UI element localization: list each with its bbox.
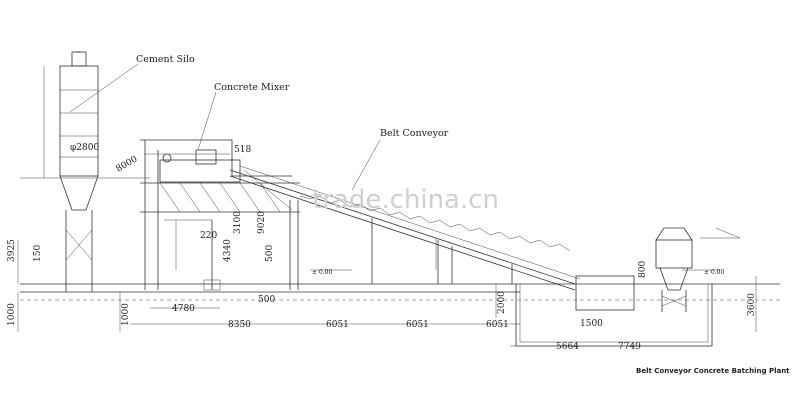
belt-conveyor [229, 165, 581, 291]
ground-line [20, 283, 780, 301]
leader-lines [69, 63, 381, 191]
dim-500-horizontal: 500 [258, 295, 275, 305]
diagram-caption: Belt Conveyor Concrete Batching Plant [636, 367, 790, 375]
concrete-mixer-label: Concrete Mixer [214, 82, 290, 93]
elevation-marker-b: ± 0.00 [704, 269, 724, 276]
dim-7749: 7749 [618, 342, 641, 352]
dim-800: 800 [638, 261, 648, 278]
dim-6051-c: 6051 [486, 320, 509, 330]
dim-6051-a: 6051 [326, 320, 349, 330]
dim-3100: 3100 [233, 211, 243, 234]
dim-9020: 9020 [257, 211, 267, 234]
dim-1500: 1500 [580, 319, 603, 329]
dim-500-vertical: 500 [265, 245, 275, 262]
dim-1000-mid: 1000 [121, 303, 131, 326]
dim-150: 150 [33, 245, 43, 262]
belt-conveyor-label: Belt Conveyor [380, 128, 449, 139]
dim-4780: 4780 [172, 304, 195, 314]
dim-6051-b: 6051 [406, 320, 429, 330]
cement-silo-label: Cement Silo [136, 54, 195, 65]
dim-220: 220 [200, 231, 217, 241]
dim-3925: 3925 [7, 239, 17, 262]
silo-diameter-dim: φ2800 [70, 143, 99, 153]
dim-518: 518 [234, 145, 251, 155]
dim-2000: 2000 [497, 291, 507, 314]
elevation-marker-a: ± 0.00 [312, 269, 332, 276]
aggregate-batcher [515, 227, 741, 347]
dim-3600: 3600 [747, 293, 757, 316]
dim-5664: 5664 [556, 342, 579, 352]
dim-8350: 8350 [228, 320, 251, 330]
dim-1000-left: 1000 [7, 303, 17, 326]
dim-8000: 8000 [115, 154, 140, 174]
cement-silo [20, 51, 150, 292]
watermark: trade.china.cn [312, 185, 499, 215]
mixer-platform [140, 139, 300, 291]
dim-4340: 4340 [223, 239, 233, 262]
dimension-lines [17, 153, 757, 347]
